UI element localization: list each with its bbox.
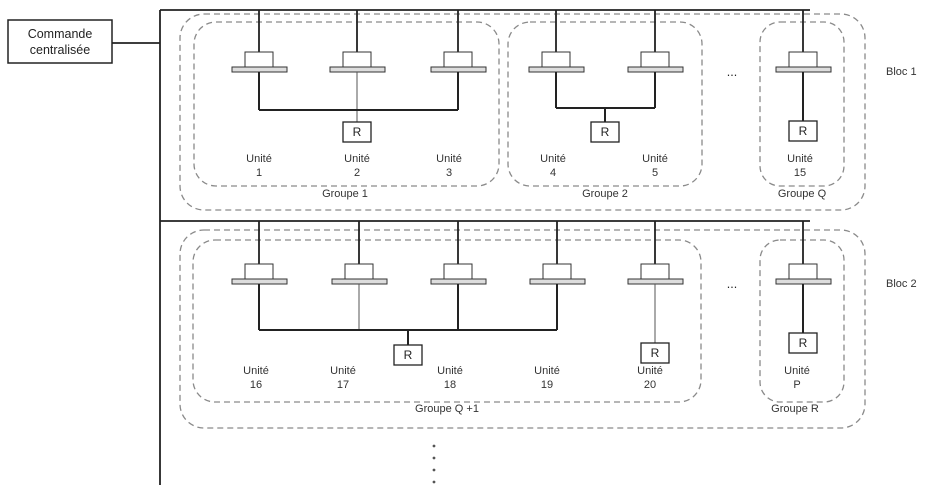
- indoor-unit-15: Unité 15: [775, 10, 832, 179]
- unit-17-number: 17: [337, 379, 349, 391]
- group-2: Groupe 2 Unité 4 Unité 5 R: [507, 10, 703, 200]
- unit-4-number: 4: [550, 167, 556, 179]
- controller-label-line2: centralisée: [30, 43, 90, 57]
- group-2-label: Groupe 2: [582, 188, 628, 200]
- unit-1-number: 1: [256, 167, 262, 179]
- group-q-plus-1: Groupe Q +1 Unité 16 Unité 17: [192, 221, 702, 415]
- indoor-unit-17: Unité 17: [330, 221, 388, 391]
- block-1-label: Bloc 1: [886, 66, 917, 78]
- indoor-unit-1: Unité 1: [231, 10, 288, 179]
- svg-text:R: R: [601, 125, 610, 139]
- indoor-unit-p: Unité P: [775, 221, 832, 391]
- block-2-label: Bloc 2: [886, 278, 917, 290]
- unit-15-label: Unité: [787, 153, 813, 165]
- group-r: Groupe R Unité P R: [759, 221, 845, 415]
- svg-text:R: R: [799, 124, 808, 138]
- unit-18-number: 18: [444, 379, 456, 391]
- unit-p-number: P: [793, 379, 800, 391]
- remote-controller-group-1: R: [342, 121, 372, 143]
- unit-16-number: 16: [250, 379, 262, 391]
- unit-19-number: 19: [541, 379, 553, 391]
- indoor-unit-4: Unité 4: [528, 10, 585, 179]
- group-r-label: Groupe R: [771, 403, 819, 415]
- block-1: Bloc 1 Groupe 1 Unité 1 Unité 2: [179, 10, 917, 211]
- unit-1-label: Unité: [246, 153, 272, 165]
- unit-4-label: Unité: [540, 153, 566, 165]
- indoor-unit-18: Unité 18: [430, 221, 487, 391]
- unit-20-number: 20: [644, 379, 656, 391]
- group-r-frame: [759, 239, 845, 403]
- svg-text:R: R: [799, 336, 808, 350]
- group-q-plus-1-frame: [192, 239, 702, 403]
- group-q-frame: [759, 21, 845, 187]
- ellipsis-block-1: ...: [727, 65, 737, 79]
- group-q: Groupe Q Unité 15 R: [759, 10, 845, 200]
- unit-5-number: 5: [652, 167, 658, 179]
- svg-text:R: R: [404, 348, 413, 362]
- main-bus: [112, 9, 810, 485]
- indoor-unit-16: Unité 16: [231, 221, 288, 391]
- continuation-dots: [432, 444, 436, 484]
- unit-20-label: Unité: [637, 365, 663, 377]
- indoor-unit-5: Unité 5: [627, 10, 684, 179]
- unit-16-label: Unité: [243, 365, 269, 377]
- group-q-label: Groupe Q: [778, 188, 827, 200]
- group-2-frame: [507, 21, 703, 187]
- indoor-unit-2: Unité 2: [329, 10, 386, 179]
- unit-p-label: Unité: [784, 365, 810, 377]
- indoor-unit-3: Unité 3: [430, 10, 487, 179]
- indoor-unit-19: Unité 19: [529, 221, 586, 391]
- indoor-unit-20: Unité 20: [627, 221, 684, 391]
- unit-17-label: Unité: [330, 365, 356, 377]
- controller-label-line1: Commande: [28, 27, 93, 41]
- remote-controller-group-r: R: [788, 332, 818, 354]
- unit-5-label: Unité: [642, 153, 668, 165]
- unit-2-label: Unité: [344, 153, 370, 165]
- remote-controller-group-q-plus-1: R: [393, 344, 423, 366]
- unit-19-label: Unité: [534, 365, 560, 377]
- unit-18-label: Unité: [437, 365, 463, 377]
- group-1-label: Groupe 1: [322, 188, 368, 200]
- svg-text:R: R: [651, 346, 660, 360]
- block-1-frame: [179, 13, 866, 211]
- svg-text:R: R: [353, 125, 362, 139]
- ellipsis-block-2: ...: [727, 277, 737, 291]
- block-2: Bloc 2 Groupe Q +1 Unité 16 Unité 17: [179, 221, 917, 429]
- group-q-plus-1-label: Groupe Q +1: [415, 403, 479, 415]
- central-controller: Commande centralisée: [7, 19, 113, 64]
- remote-controller-group-2: R: [590, 121, 620, 143]
- unit-2-number: 2: [354, 167, 360, 179]
- unit-3-label: Unité: [436, 153, 462, 165]
- unit-15-number: 15: [794, 167, 806, 179]
- group-1-frame: [193, 21, 500, 187]
- group-1: Groupe 1 Unité 1 Unité 2: [193, 10, 500, 200]
- remote-controller-unit-20: R: [640, 342, 670, 364]
- unit-3-number: 3: [446, 167, 452, 179]
- block-2-frame: [179, 229, 866, 429]
- remote-controller-group-q: R: [788, 120, 818, 142]
